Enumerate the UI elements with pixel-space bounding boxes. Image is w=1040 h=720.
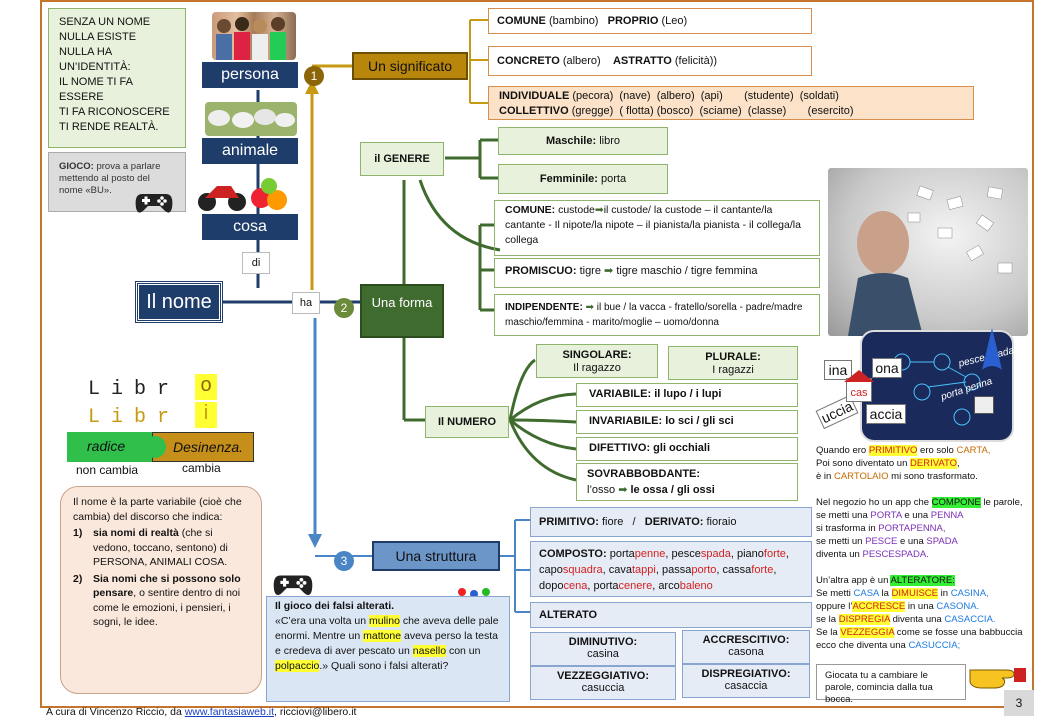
invariabile-box: INVARIABILE: lo sci / gli sci bbox=[576, 410, 798, 434]
arrow-icon: ➡ bbox=[618, 484, 628, 496]
cambia-label: cambia bbox=[182, 461, 221, 475]
libri-root: Libr bbox=[88, 406, 181, 429]
house-icon: cas bbox=[846, 378, 872, 402]
category-persona: persona bbox=[202, 62, 298, 88]
promiscuo-box: PROMISCUO: tigre ➡ tigre maschio / tigre… bbox=[494, 258, 820, 288]
app-word-accia: accia bbox=[866, 404, 906, 424]
swordfish-icon bbox=[982, 328, 1002, 370]
il-nome-box: Il nome bbox=[135, 281, 223, 323]
page-frame bbox=[40, 0, 1034, 708]
alterato-box: ALTERATO bbox=[530, 602, 812, 628]
compound-word: dopocena bbox=[539, 580, 588, 592]
pointing-hand-icon bbox=[969, 668, 1026, 689]
puzzle-knob bbox=[144, 436, 166, 458]
compound-word: arcobaleno bbox=[658, 580, 713, 592]
compound-word: caposquadra bbox=[539, 564, 603, 576]
libro-ending-o: o bbox=[195, 374, 217, 400]
category-cosa: cosa bbox=[202, 214, 298, 240]
vezzeggiativo-box: VEZZEGGIATIVO:casuccia bbox=[530, 666, 676, 700]
compound-word: cassaforte bbox=[722, 564, 774, 576]
arrow-icon: ➡ bbox=[594, 204, 604, 216]
falsi-alterati-box: Il gioco dei falsi alterati. «C’era una … bbox=[266, 596, 510, 702]
giocata-box: Giocata tu a cambiare le parole, cominci… bbox=[816, 664, 966, 705]
comune-proprio-box: COMUNE (bambino) PROPRIO (Leo) bbox=[488, 8, 812, 34]
sheep-photo bbox=[205, 102, 297, 136]
composto-box: COMPOSTO: portapenne, pescespada, pianof… bbox=[530, 541, 812, 597]
difettivo-box: DIFETTIVO: gli occhiali bbox=[576, 437, 798, 461]
diminutivo-box: DIMINUTIVO:casina bbox=[530, 632, 676, 666]
libro-root: Libr bbox=[88, 378, 181, 401]
website-link[interactable]: www.fantasiaweb.it bbox=[184, 706, 275, 718]
struttura-box: Una struttura bbox=[372, 541, 500, 571]
maschile-box: Maschile: libro bbox=[498, 127, 668, 155]
objects-photo bbox=[197, 176, 293, 214]
people-photo bbox=[212, 12, 296, 60]
gioco-title: GIOCO: bbox=[59, 161, 94, 172]
gamepad-icon bbox=[273, 575, 313, 596]
individuale-collettivo-box: INDIVIDUALE (pecora) (nave) (albero) (ap… bbox=[488, 86, 974, 120]
number-3-badge: 3 bbox=[334, 551, 354, 571]
compound-word: passaporto bbox=[661, 564, 717, 576]
gamepad-icon bbox=[135, 194, 173, 213]
libri-ending-i: i bbox=[195, 402, 217, 428]
non-cambia-label: non cambia bbox=[76, 463, 139, 477]
arrow-icon: ➡ bbox=[604, 265, 614, 277]
compound-word: pescespada bbox=[671, 548, 731, 560]
definition-box: Il nome è la parte variabile (cioè che c… bbox=[60, 486, 262, 694]
accrescitivo-box: ACCRESCITIVO:casona bbox=[682, 630, 810, 664]
desinenza-piece: Desinenza. bbox=[152, 432, 254, 462]
numero-box: Il NUMERO bbox=[425, 406, 509, 438]
primitivo-box: PRIMITIVO: fiore / DERIVATO: fioraio bbox=[530, 507, 812, 537]
compound-word: pianoforte bbox=[736, 548, 786, 560]
house-word: cas bbox=[850, 387, 868, 399]
sovrabbondante-box: SOVRABBOBDANTE:l’osso ➡ le ossa / gli os… bbox=[576, 463, 798, 501]
category-animale: animale bbox=[202, 138, 298, 164]
concreto-astratto-box: CONCRETO (albero) ASTRATTO (felicità)) bbox=[488, 46, 812, 76]
genere-box: il GENERE bbox=[360, 142, 444, 176]
compound-word: portacenere bbox=[593, 580, 653, 592]
dispregiativo-box: DISPREGIATIVO:casaccia bbox=[682, 664, 810, 698]
singolare-box: SINGOLARE:Il ragazzo bbox=[536, 344, 658, 378]
page-number: 3 bbox=[1004, 690, 1034, 716]
forma-box: Una forma bbox=[360, 284, 444, 338]
significato-box: Un significato bbox=[352, 52, 468, 80]
paper-man-photo bbox=[828, 168, 1028, 336]
gioco-text: prova a parlare mettendo al posto del no… bbox=[59, 161, 161, 196]
app-word-ona: ona bbox=[872, 358, 902, 378]
number-1-badge: 1 bbox=[304, 66, 324, 86]
pen-holder-icon bbox=[974, 396, 994, 414]
di-label: di bbox=[242, 252, 270, 274]
variabile-box: VARIABILE: il lupo / i lupi bbox=[576, 383, 798, 407]
compound-word: portapenne bbox=[609, 548, 666, 560]
plurale-box: PLURALE:I ragazzi bbox=[668, 346, 798, 380]
house-roof bbox=[844, 370, 874, 382]
arrow-icon: ➡ bbox=[585, 302, 594, 313]
number-2-badge: 2 bbox=[334, 298, 354, 318]
femminile-box: Femminile: porta bbox=[498, 164, 668, 194]
compound-word: cavatappi bbox=[608, 564, 656, 576]
story-text: Quando ero PRIMITIVO ero solo CARTA, Poi… bbox=[816, 445, 1023, 651]
footer: A cura di Vincenzo Riccio, da www.fantas… bbox=[46, 706, 357, 718]
ha-label: ha bbox=[292, 292, 320, 314]
indipendente-box: INDIPENDENTE: ➡ il bue / la vacca - frat… bbox=[494, 294, 820, 336]
comune-genere-box: COMUNE: custode➡il custode/ la custode –… bbox=[494, 200, 820, 256]
